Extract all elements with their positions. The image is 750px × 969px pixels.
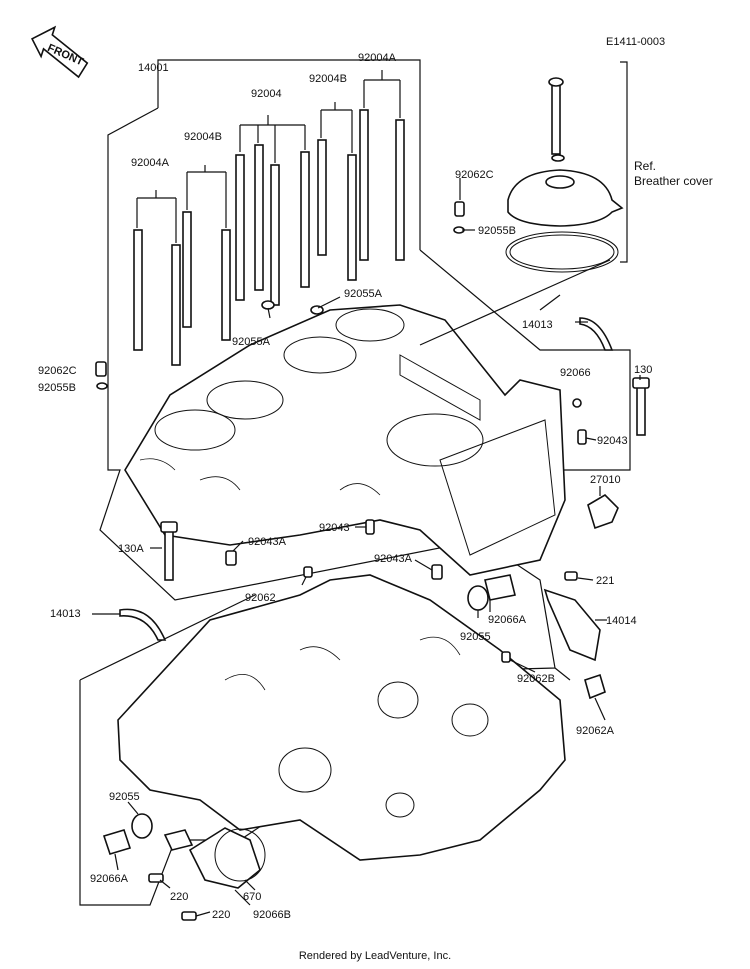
label-221: 221 — [596, 575, 614, 587]
small-parts — [95, 201, 650, 921]
label-92004b-left: 92004B — [184, 131, 222, 143]
label-220-a: 220 — [170, 891, 188, 903]
label-14013-top: 14013 — [522, 319, 553, 331]
label-92066: 92066 — [560, 367, 591, 379]
label-14013-left: 14013 — [50, 608, 81, 620]
leaders — [92, 178, 641, 917]
label-92062c-left: 92062C — [38, 365, 77, 377]
o-ring-92055-low — [131, 813, 153, 839]
studs — [133, 109, 405, 366]
gasket-670 — [214, 828, 266, 882]
bearing-insert-14013-left — [119, 608, 167, 641]
label-92055-mid: 92055 — [460, 631, 491, 643]
plug-92066a-mid — [484, 574, 516, 601]
label-92043-mid: 92043 — [319, 522, 350, 534]
label-92066a-mid: 92066A — [488, 614, 527, 626]
label-92066b: 92066B — [253, 909, 291, 921]
assembly-outline — [99, 59, 631, 671]
label-92043a-mid: 92043A — [374, 553, 413, 565]
label-92055b-left: 92055B — [38, 382, 76, 394]
breather-cover — [505, 77, 624, 273]
label-92055a-left: 92055A — [232, 336, 271, 348]
label-92055a-mid: 92055A — [344, 288, 383, 300]
label-130: 130 — [634, 364, 652, 376]
bolt-220-b — [181, 911, 197, 921]
front-arrow-icon: FRONT — [31, 25, 89, 79]
ref-bracket — [620, 61, 628, 263]
dowel-pin-92062c-left — [95, 361, 107, 377]
label-220-b: 220 — [212, 909, 230, 921]
label-92004a-top: 92004A — [358, 52, 397, 64]
dowel-92043-mid — [365, 519, 375, 535]
dowel-92043a-mid — [431, 564, 443, 580]
plug-92066a-low — [102, 829, 132, 855]
o-ring-92055-mid — [467, 585, 489, 611]
label-92055-low: 92055 — [109, 791, 140, 803]
upper-crankcase — [124, 304, 566, 576]
dowel-pin-92062c-top — [454, 201, 465, 217]
o-ring-92055a-right — [310, 305, 324, 315]
label-92062c-top: 92062C — [455, 169, 494, 181]
label-92043a-left: 92043A — [248, 536, 287, 548]
label-92062a: 92062A — [576, 725, 615, 737]
ref-label: Ref. — [634, 159, 656, 173]
stud-leaders — [136, 70, 401, 243]
ball-92066 — [572, 398, 582, 408]
label-14001: 14001 — [138, 62, 169, 74]
label-92055b-top: 92055B — [478, 225, 516, 237]
footer-credit: Rendered by LeadVenture, Inc. — [298, 950, 452, 962]
label-92004b-top: 92004B — [309, 73, 347, 85]
label-92066a-low: 92066A — [90, 873, 129, 885]
cover-14014 — [543, 588, 601, 662]
bolt-221 — [564, 571, 578, 581]
diagram-code: E1411-0003 — [606, 36, 665, 48]
bolt-220-a — [148, 873, 164, 883]
lower-crankcase — [117, 574, 566, 861]
plug-92062b — [501, 651, 511, 663]
o-ring-92055b-left — [96, 382, 108, 390]
bolt-130a — [164, 527, 174, 581]
plug-92062 — [303, 566, 313, 578]
part-labels: 14001 92004A 92004B 92004 92004B 92004A … — [38, 52, 652, 921]
bolt-130 — [636, 384, 646, 436]
label-92004: 92004 — [251, 88, 282, 100]
o-ring-92055a-mid — [261, 300, 275, 310]
label-92062: 92062 — [245, 592, 276, 604]
dowel-92043-right — [577, 429, 587, 445]
ref-name: Breather cover — [634, 174, 713, 188]
label-14014: 14014 — [606, 615, 637, 627]
label-92062b: 92062B — [517, 673, 555, 685]
label-92004a-left: 92004A — [131, 157, 170, 169]
plug-92062a — [584, 673, 606, 700]
label-670: 670 — [243, 891, 261, 903]
dowel-92043a-left — [225, 550, 237, 566]
label-92043-right: 92043 — [597, 435, 628, 447]
bearing-insert-14013-top — [579, 317, 614, 351]
switch-27010 — [587, 493, 619, 530]
label-130a: 130A — [118, 543, 144, 555]
label-27010: 27010 — [590, 474, 621, 486]
